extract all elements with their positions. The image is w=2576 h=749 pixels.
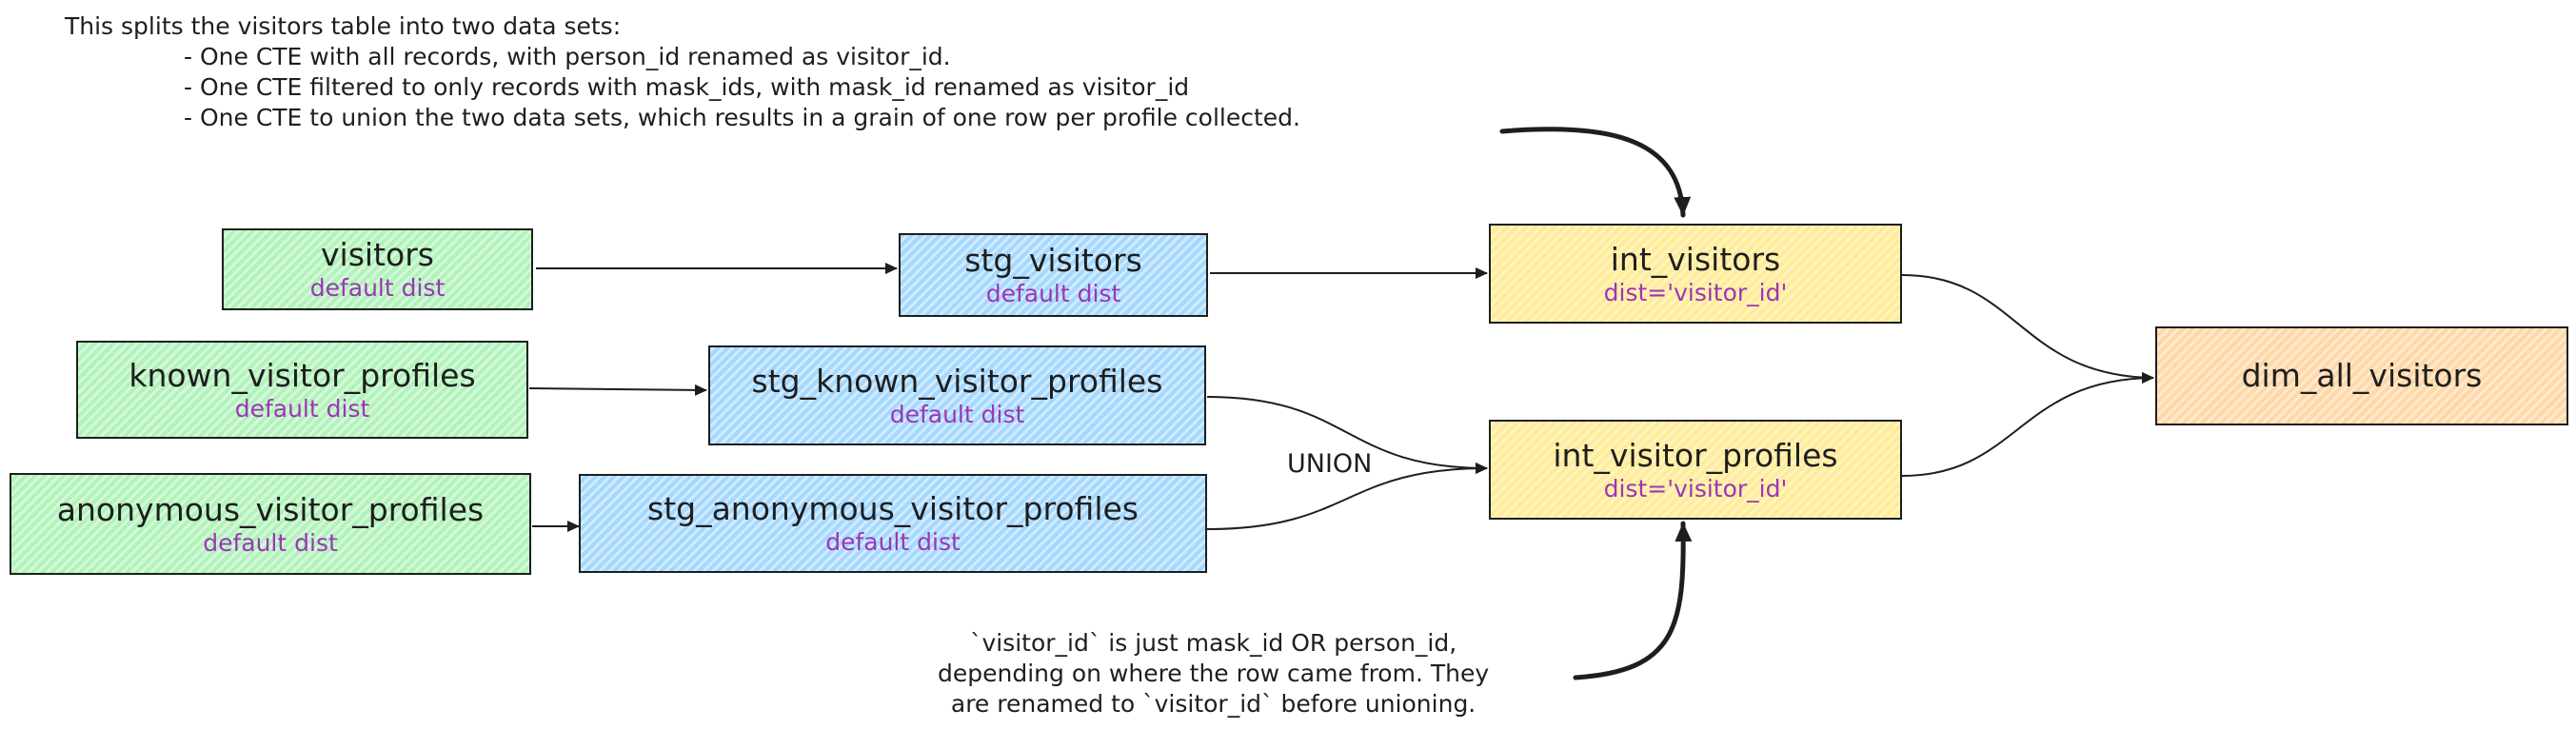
node-dist: dist='visitor_id' <box>1603 278 1788 306</box>
node-dist: default dist <box>234 394 370 423</box>
node-int-visitor-profiles: int_visitor_profiles dist='visitor_id' <box>1489 420 1902 520</box>
edge-stg-anonymous-to-int-profiles <box>1206 463 1488 530</box>
node-stg-anonymous-visitor-profiles: stg_anonymous_visitor_profiles default d… <box>579 474 1207 573</box>
top-annotation: This splits the visitors table into two … <box>65 11 1300 133</box>
node-title: dim_all_visitors <box>2241 357 2483 394</box>
node-dist: default dist <box>309 274 446 302</box>
union-label: UNION <box>1287 449 1373 479</box>
annotation-bullet: - One CTE with all records, with person_… <box>184 43 951 70</box>
node-dist: default dist <box>203 528 338 557</box>
node-title: int_visitor_profiles <box>1553 436 1838 474</box>
node-title: int_visitors <box>1610 240 1781 278</box>
node-anonymous-visitor-profiles: anonymous_visitor_profiles default dist <box>10 473 531 575</box>
annotation-line: `visitor_id` is just mask_id OR person_i… <box>969 629 1457 657</box>
edge-stg-known-to-int-profiles <box>1206 396 1488 474</box>
node-known-visitor-profiles: known_visitor_profiles default dist <box>76 341 528 439</box>
annotation-line: depending on where the row came from. Th… <box>938 660 1490 687</box>
node-title: anonymous_visitor_profiles <box>56 490 485 528</box>
annotation-arrow-top <box>1499 127 1692 218</box>
node-stg-known-visitor-profiles: stg_known_visitor_profiles default dist <box>708 345 1206 445</box>
node-title: known_visitor_profiles <box>129 356 476 394</box>
node-int-visitors: int_visitors dist='visitor_id' <box>1489 224 1902 324</box>
annotation-intro: This splits the visitors table into two … <box>65 12 622 40</box>
annotation-arrow-bottom <box>1573 521 1693 680</box>
node-dist: default dist <box>825 528 961 556</box>
node-visitors: visitors default dist <box>222 228 533 310</box>
annotation-bullet: - One CTE filtered to only records with … <box>184 73 1190 101</box>
annotation-line: are renamed to `visitor_id` before union… <box>950 690 1476 718</box>
node-title: visitors <box>321 236 434 273</box>
node-title: stg_visitors <box>964 242 1142 279</box>
node-dim-all-visitors: dim_all_visitors <box>2155 326 2568 425</box>
edge-int-visitors-to-dim <box>1901 274 2154 384</box>
node-dist: default dist <box>889 400 1025 428</box>
edge-int-profiles-to-dim <box>1901 372 2154 477</box>
edge-known-to-stg-known <box>528 384 707 396</box>
bottom-annotation: `visitor_id` is just mask_id OR person_i… <box>938 628 1489 719</box>
node-stg-visitors: stg_visitors default dist <box>899 233 1208 317</box>
node-title: stg_known_visitor_profiles <box>751 362 1163 400</box>
node-dist: dist='visitor_id' <box>1603 474 1788 503</box>
node-dist: default dist <box>985 280 1121 307</box>
annotation-bullet: - One CTE to union the two data sets, wh… <box>184 104 1300 131</box>
node-title: stg_anonymous_visitor_profiles <box>647 490 1139 527</box>
